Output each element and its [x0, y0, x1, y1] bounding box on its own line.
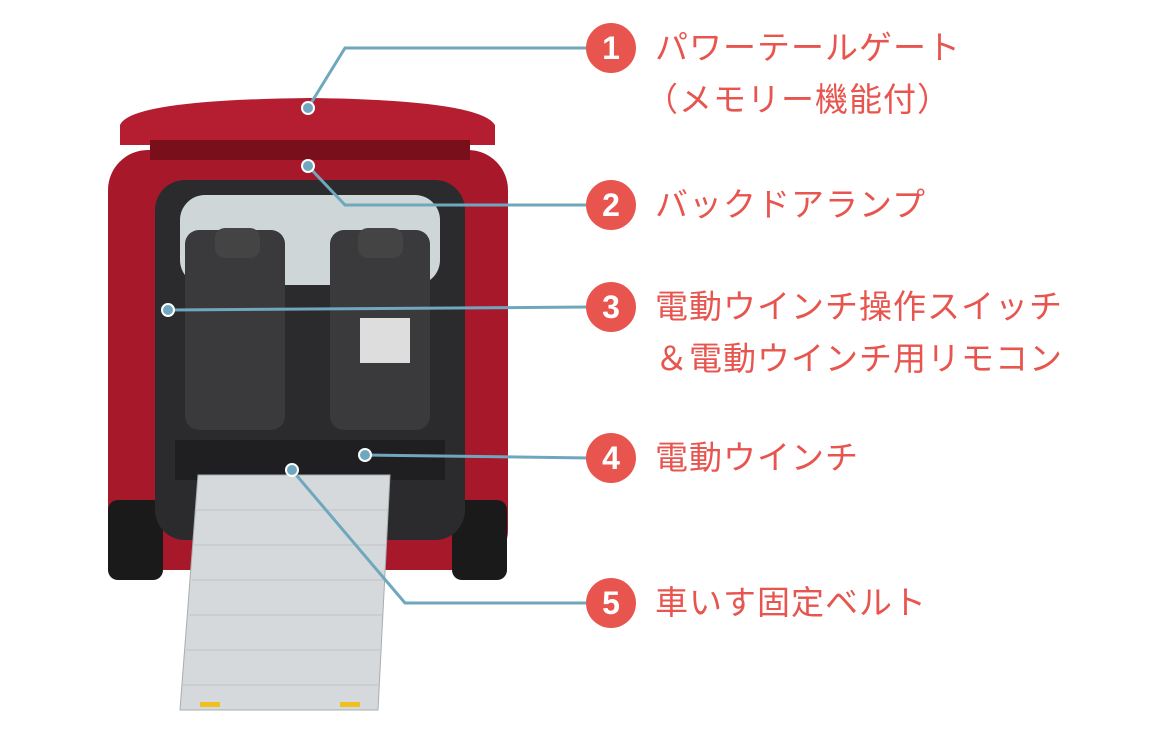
callout-4-line-1: 電動ウインチ [655, 438, 859, 477]
car-body [108, 150, 508, 580]
leader-dot-4 [358, 448, 372, 462]
callout-badge-5: 5 [586, 578, 636, 628]
leader-line-1 [306, 46, 590, 109]
leader-line-4 [364, 453, 591, 460]
leader-lines [167, 46, 591, 605]
callout-1-line-2: （メモリー機能付） [645, 80, 951, 119]
leader-dot-1 [301, 101, 315, 115]
callout-2-line-1: バックドアランプ [655, 185, 927, 224]
leader-dot-3 [161, 303, 175, 317]
leader-dot-5 [285, 463, 299, 477]
callout-5-line-1: 車いす固定ベルト [655, 583, 927, 622]
callout-badge-2: 2 [586, 180, 636, 230]
callout-3-line-2: ＆電動ウインチ用リモコン [655, 339, 1063, 378]
callout-badge-1: 1 [586, 23, 636, 73]
leader-line-2 [306, 164, 590, 207]
callout-3-line-1: 電動ウインチ操作スイッチ [655, 287, 1063, 326]
leader-dot-2 [301, 159, 315, 173]
tailgate [120, 98, 495, 145]
callout-label-1: パワーテールゲート （メモリー機能付） [645, 22, 961, 126]
callout-label-5: 車いす固定ベルト [655, 577, 927, 629]
leader-line-5 [290, 469, 590, 605]
callout-1-line-1: パワーテールゲート [655, 28, 961, 67]
callout-label-2: バックドアランプ [655, 179, 926, 231]
wheelchair-ramp [179, 474, 391, 711]
callout-badge-4: 4 [586, 433, 636, 483]
callout-badge-3: 3 [586, 282, 636, 332]
leader-line-3 [167, 305, 591, 312]
callout-label-3: 電動ウインチ操作スイッチ ＆電動ウインチ用リモコン [655, 281, 1063, 385]
callout-label-4: 電動ウインチ [655, 432, 859, 484]
